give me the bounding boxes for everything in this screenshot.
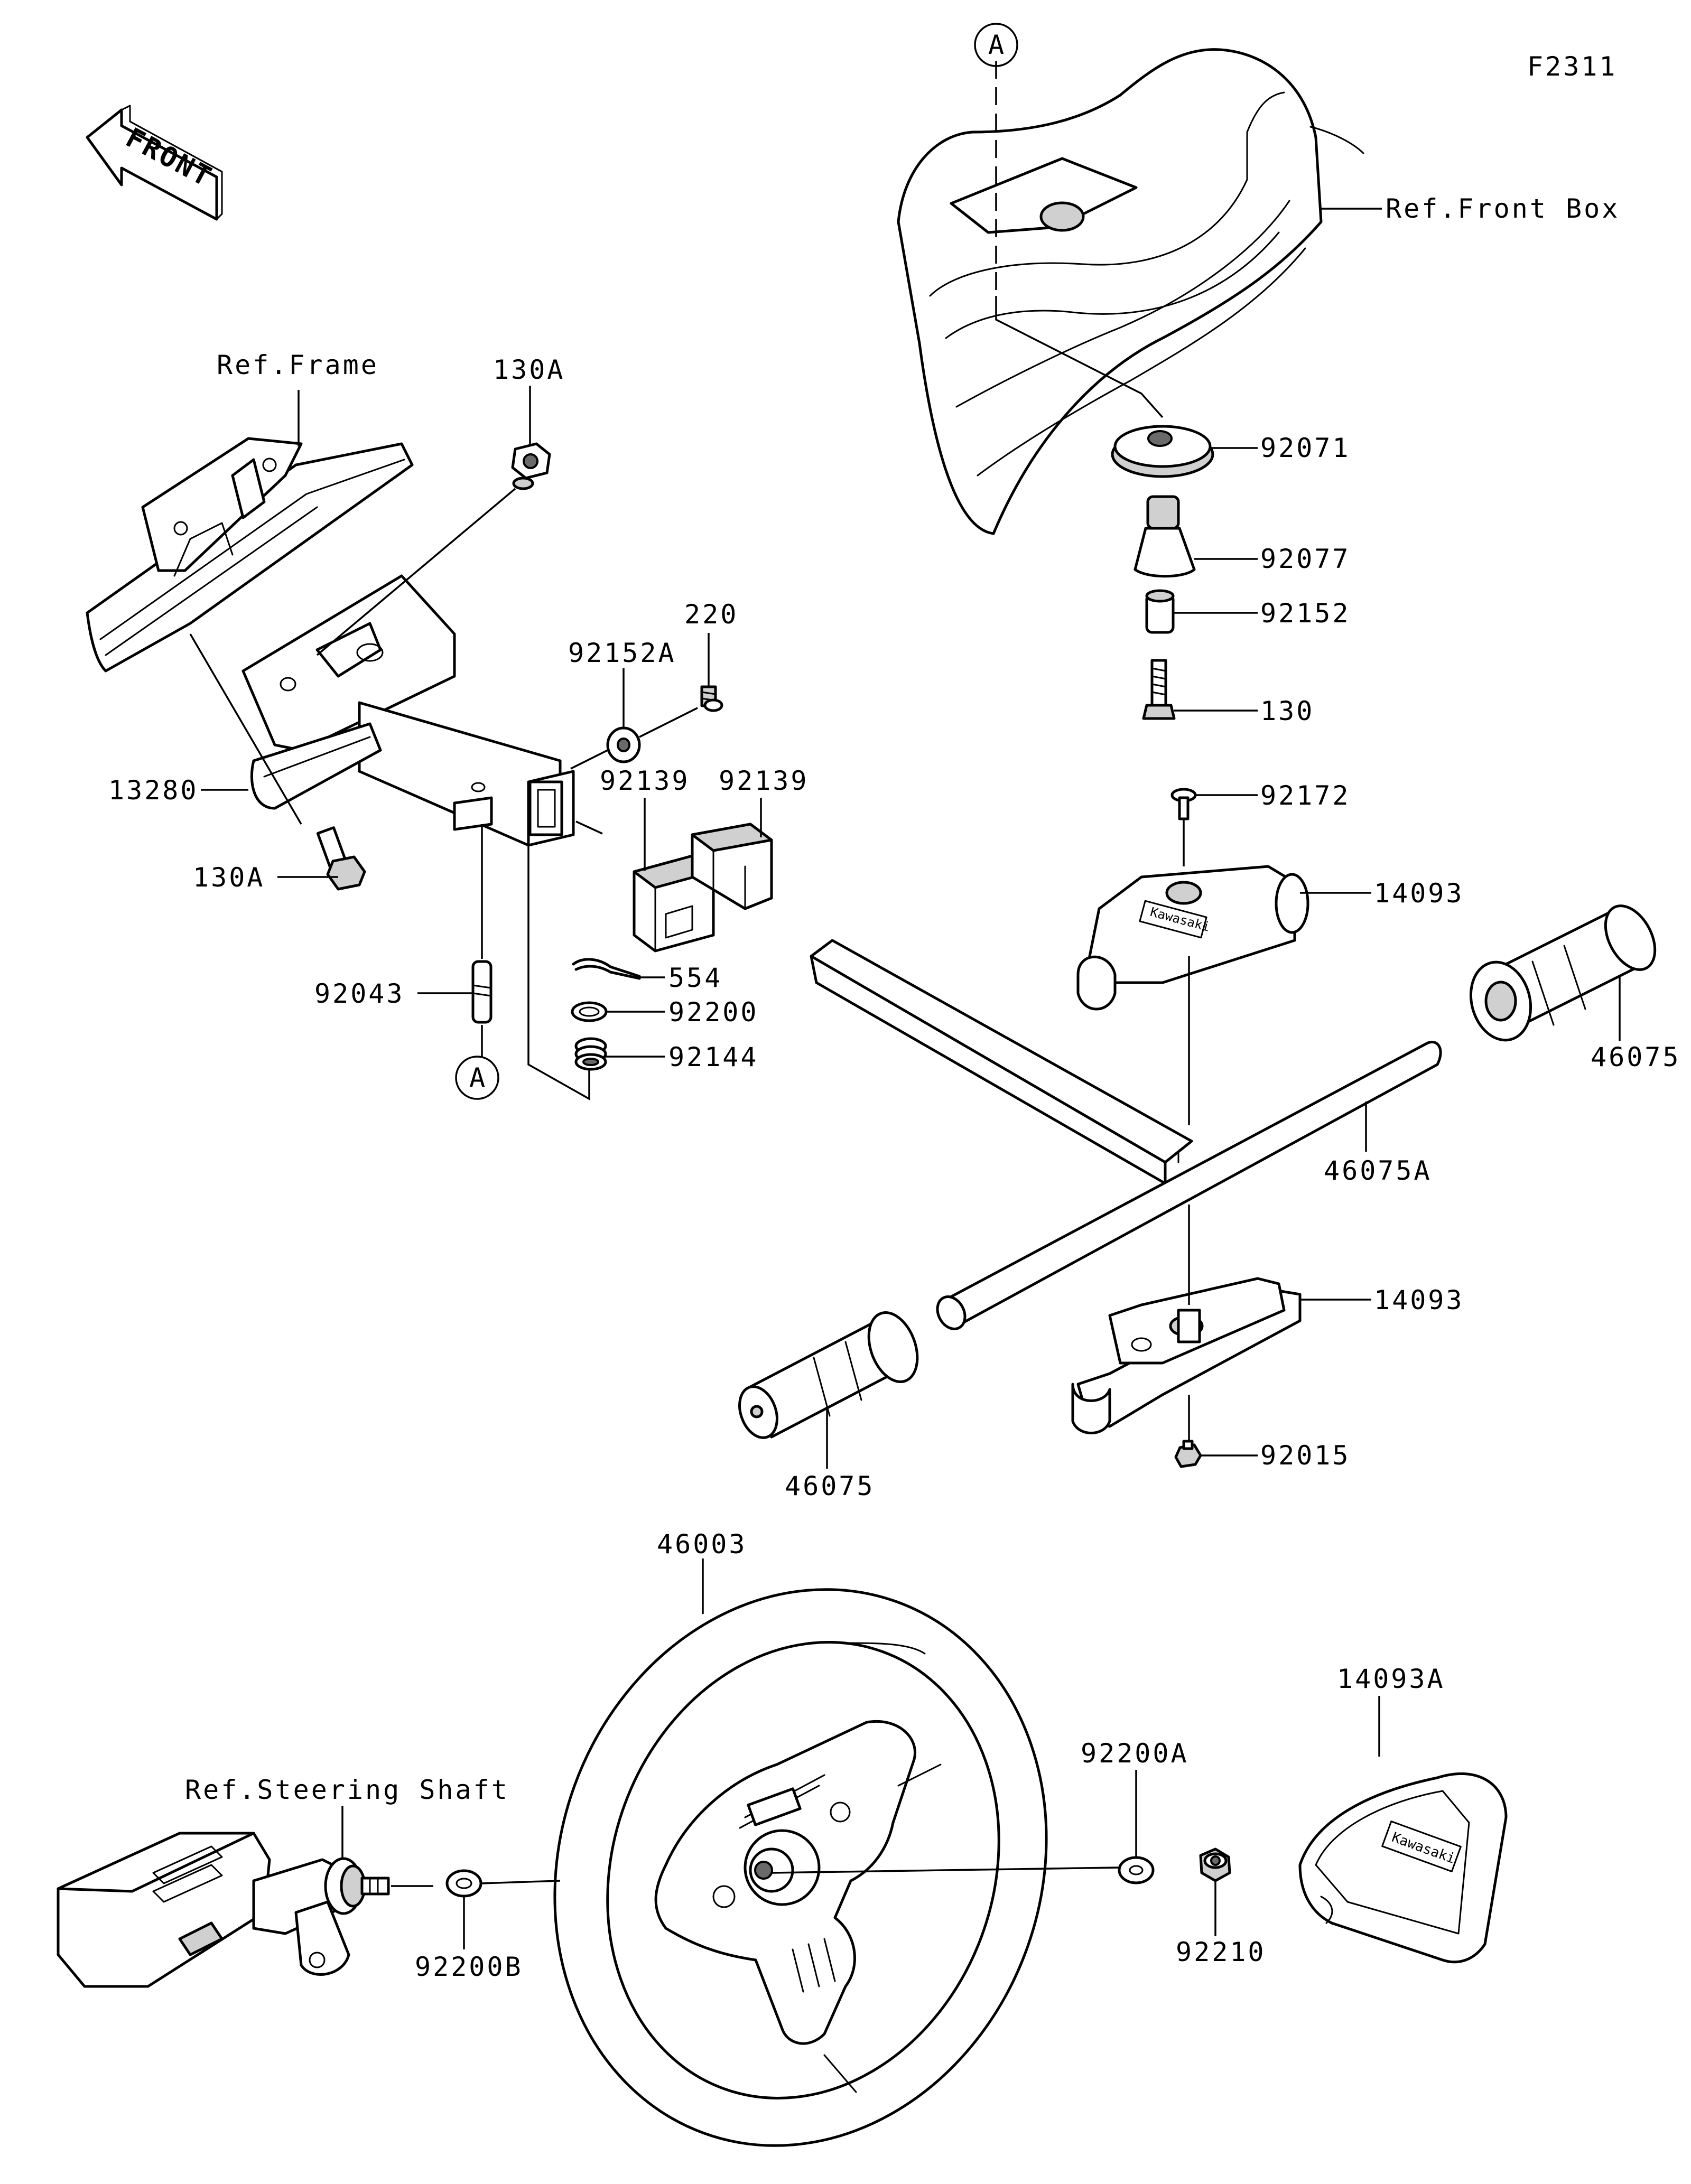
label-92043: 92043	[314, 978, 405, 1009]
part-92077-drawing	[1133, 495, 1196, 578]
label-92152a: 92152A	[568, 638, 676, 668]
figure-code: F2311	[1527, 51, 1618, 82]
label-92139-right: 92139	[719, 766, 809, 796]
label-92200a: 92200A	[1081, 1738, 1189, 1769]
steering-shaft-drawing	[57, 1832, 390, 1988]
label-130: 130	[1260, 696, 1314, 726]
label-220: 220	[684, 599, 738, 630]
label-13280: 13280	[108, 775, 199, 806]
front-arrow-icon: FRONT	[86, 105, 223, 221]
label-92200b: 92200B	[415, 1952, 523, 1982]
part-220-drawing	[700, 685, 723, 712]
part-14093-upper-drawing: Kawasaki	[1076, 865, 1309, 1011]
ref-frame: Ref.Frame	[217, 350, 379, 380]
label-46003: 46003	[657, 1529, 747, 1560]
ref-steering-shaft: Ref.Steering Shaft	[185, 1775, 509, 1805]
label-14093-top: 14093	[1374, 878, 1464, 909]
label-130a-top: 130A	[493, 354, 565, 385]
part-14093-lower-drawing	[1071, 1277, 1302, 1434]
label-14093a: 14093A	[1337, 1664, 1445, 1694]
svg-text:A: A	[988, 30, 1006, 60]
label-92172: 92172	[1260, 780, 1351, 811]
steering-bracket-drawing	[241, 574, 575, 847]
part-92152-drawing	[1145, 589, 1175, 634]
label-554: 554	[668, 963, 722, 993]
part-92015-drawing	[1174, 1440, 1202, 1468]
callout-a-top: A	[974, 23, 1018, 67]
front-box-drawing	[897, 48, 1364, 535]
label-46075a: 46075A	[1324, 1155, 1432, 1186]
part-92071-drawing	[1111, 425, 1214, 478]
ref-front-box: Ref.Front Box	[1386, 193, 1620, 224]
part-92200b-drawing	[445, 1869, 482, 1898]
part-92043-drawing	[471, 960, 493, 1024]
part-92172-drawing	[1170, 788, 1197, 820]
part-14093a-drawing: Kawasaki	[1298, 1772, 1508, 1964]
callout-a-bottom: A	[455, 1056, 499, 1100]
part-46075-right-drawing	[1469, 904, 1657, 1042]
part-92200a-drawing	[1118, 1856, 1155, 1884]
part-46075-left-drawing	[738, 1311, 919, 1439]
label-46075-right: 46075	[1591, 1042, 1681, 1072]
label-92077: 92077	[1260, 544, 1351, 574]
frame-drawing	[86, 437, 414, 673]
part-92210-drawing	[1199, 1847, 1231, 1882]
label-92015: 92015	[1260, 1440, 1351, 1471]
part-92144-drawing	[574, 1037, 607, 1071]
label-92144: 92144	[668, 1042, 759, 1072]
label-92152: 92152	[1260, 598, 1351, 629]
label-92200: 92200	[668, 997, 759, 1028]
part-92139-right-drawing	[691, 823, 773, 910]
label-92210: 92210	[1176, 1937, 1266, 1967]
part-554-drawing	[572, 958, 641, 980]
part-130a-bottom-drawing	[316, 826, 366, 891]
label-130a-bottom: 130A	[193, 862, 265, 893]
part-92200-drawing	[571, 1001, 608, 1022]
label-92139-left: 92139	[600, 766, 690, 796]
part-92152a-drawing	[606, 726, 641, 763]
part-130a-top-drawing	[511, 442, 551, 490]
label-14093-bottom: 14093	[1374, 1285, 1464, 1315]
steering-wheel-drawing	[553, 1588, 1048, 2147]
svg-text:A: A	[469, 1062, 487, 1093]
label-46075-left: 46075	[785, 1471, 875, 1501]
t-bar-handle-drawing	[810, 939, 1442, 1330]
label-92071: 92071	[1260, 433, 1351, 463]
part-130-drawing	[1142, 659, 1176, 720]
